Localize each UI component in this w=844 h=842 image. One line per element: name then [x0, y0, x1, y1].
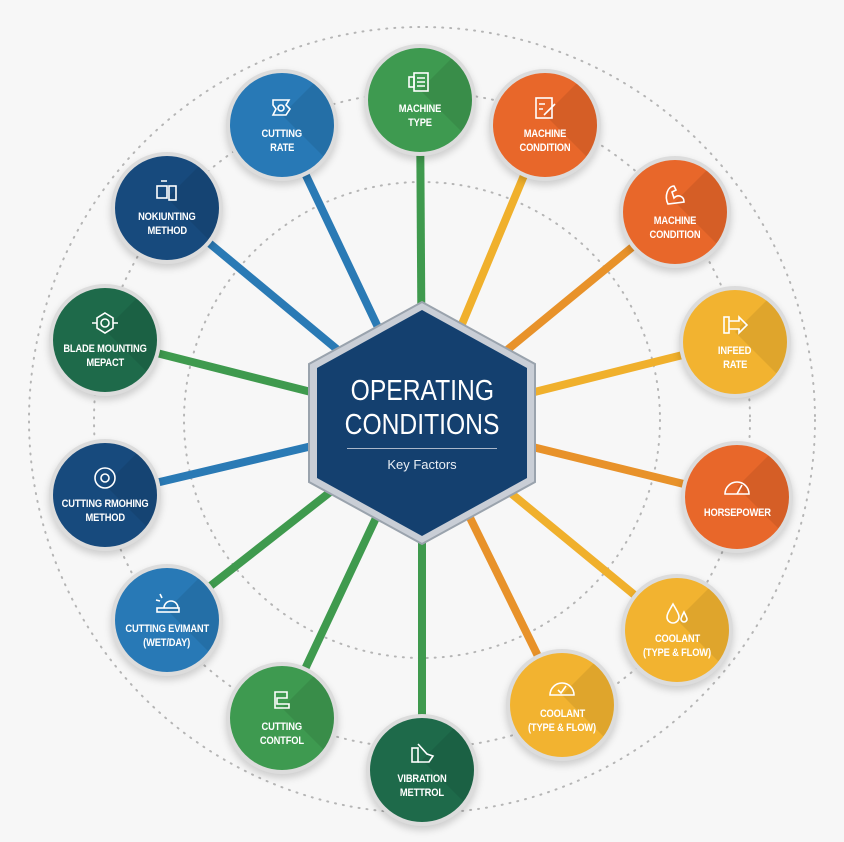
arrow-right-icon — [723, 315, 749, 335]
factor-label: CONTFOL — [259, 735, 304, 747]
factor-label: MEPACT — [86, 357, 124, 369]
factor-node: MACHINE CONDITION — [489, 69, 601, 181]
clipboard-wrench-icon — [535, 97, 556, 119]
factor-label: VIBRATION — [397, 773, 447, 785]
gauge-icon — [724, 481, 750, 495]
factor-label: CUTTING — [261, 128, 303, 140]
gear-circle-icon — [94, 467, 116, 489]
center-hexagon-fill — [317, 310, 527, 536]
environment-icon — [155, 593, 180, 613]
factor-label: (TYPE & FLOW) — [643, 647, 711, 659]
factor-label: CONDITION — [649, 229, 701, 241]
factor-label: (WET/DAY) — [143, 637, 191, 649]
center-hexagon — [308, 300, 536, 546]
factor-node: COOLANT (TYPE & FLOW) — [506, 649, 618, 761]
factor-label: METHOD — [147, 225, 187, 237]
vibration-icon — [411, 743, 435, 763]
factor-node: MACHINE TYPE — [364, 44, 476, 156]
factor-label: COOLANT — [654, 633, 700, 645]
factor-label: CUTTING EVIMANT — [125, 623, 209, 635]
center-title-line1: OPERATING — [350, 375, 494, 407]
factor-node: CUTTING RATE — [226, 69, 338, 181]
factor-node: NOKIUNTING METHOD — [111, 152, 223, 264]
gauge-check-icon — [549, 682, 575, 696]
center-divider — [347, 448, 497, 449]
factor-node: MACHINE CONDITION — [619, 156, 731, 268]
muscle-arm-icon — [665, 185, 685, 205]
factor-node: BLADE MOUNTING MEPACT — [49, 284, 161, 396]
factor-node: COOLANT (TYPE & FLOW) — [621, 574, 733, 686]
factor-label: (TYPE & FLOW) — [528, 722, 596, 734]
factor-node: CUTTING RMOHING METHOD — [49, 439, 161, 551]
factor-node: INFEED RATE — [679, 286, 791, 398]
mounting-icon — [156, 180, 177, 201]
factor-label: NOKIUNTING — [138, 211, 196, 223]
factor-node: VIBRATION METTROL — [366, 714, 478, 826]
factor-label: MACHINE — [653, 215, 697, 227]
factor-node: CUTTING EVIMANT (WET/DAY) — [111, 564, 223, 676]
factor-label: MACHINE — [523, 128, 567, 140]
factor-label: MACHINE — [398, 103, 442, 115]
factor-label: BLADE MOUNTING — [63, 343, 147, 355]
factor-label: INFEED — [718, 345, 752, 357]
droplets-icon — [666, 602, 688, 624]
factor-label: RATE — [722, 359, 748, 371]
factor-node: CUTTING CONTFOL — [226, 662, 338, 774]
center-label: OPERATING CONDITIONS Key Factors — [305, 298, 539, 548]
factor-label: HORSEPOWER — [703, 507, 771, 519]
factor-label: METHOD — [85, 512, 125, 524]
factor-label: TYPE — [408, 117, 432, 129]
cutting-gear-icon — [271, 99, 292, 116]
clamp-icon — [274, 691, 290, 709]
factor-label: METTROL — [399, 787, 444, 799]
center-subtitle: Key Factors — [387, 457, 457, 472]
center-title-line2: CONDITIONS — [344, 409, 500, 441]
factor-label: CUTTING — [261, 721, 303, 733]
factor-label: RATE — [269, 142, 295, 154]
machine-icon — [408, 72, 429, 92]
blade-mount-icon — [92, 312, 118, 334]
factor-label: CUTTING RMOHING — [61, 498, 149, 510]
factor-label: COOLANT — [539, 708, 585, 720]
factor-node: HORSEPOWER — [681, 441, 793, 553]
factor-label: CONDITION — [519, 142, 571, 154]
